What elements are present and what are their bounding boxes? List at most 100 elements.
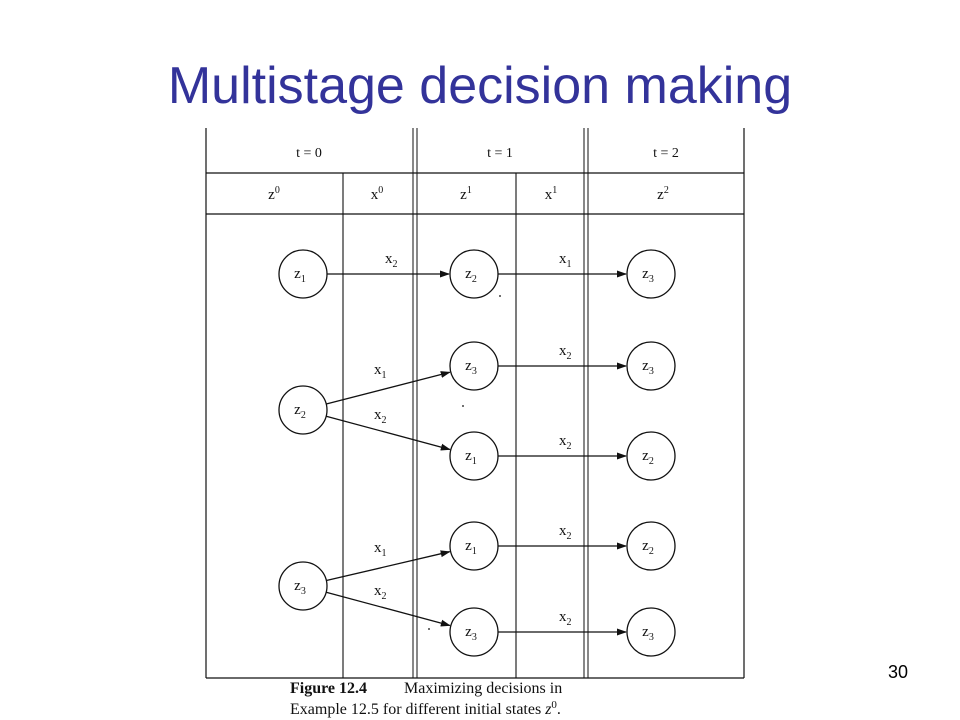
state-label: z3 — [294, 578, 306, 597]
edge-label-sub: 2 — [567, 441, 572, 452]
stage-header-t0: t = 0 — [296, 146, 322, 161]
state-label-base: z — [465, 448, 472, 464]
state-label: z3 — [642, 358, 654, 377]
state-node-n7: z3 — [449, 607, 499, 657]
slide-title: Multistage decision making — [167, 57, 793, 115]
edge-label-base: x — [559, 343, 567, 359]
state-label: z3 — [642, 624, 654, 643]
state-circle — [626, 607, 676, 657]
state-label: z2 — [642, 448, 654, 467]
caption-line-2-end: . — [557, 701, 561, 718]
state-label-sub: 2 — [649, 456, 654, 467]
edge-label-base: x — [374, 362, 382, 378]
edge-label-sub: 1 — [382, 370, 387, 381]
column-header-z1: z1 — [460, 185, 472, 203]
state-label-base: z — [465, 538, 472, 554]
stage-headers: t = 0 t = 1 t = 2 — [296, 146, 679, 161]
state-node-n2: z3 — [278, 561, 328, 611]
state-label: z2 — [294, 402, 306, 421]
edge-label-base: x — [559, 609, 567, 625]
edge-label-sub: 1 — [567, 259, 572, 270]
edge-label-sub: 2 — [567, 617, 572, 628]
state-node-n6: z1 — [449, 521, 499, 571]
edge-label-base: x — [385, 251, 393, 267]
state-label-sub: 3 — [649, 632, 654, 643]
state-label-base: z — [642, 448, 649, 464]
state-label-sub: 1 — [472, 456, 477, 467]
column-header-x0: x0 — [371, 185, 384, 203]
caption-line-2-text: Example 12.5 for different initial state… — [290, 701, 541, 718]
stage-header-t1: t = 1 — [487, 146, 513, 161]
edge-label-sub: 2 — [567, 351, 572, 362]
edge-label-8: x2 — [559, 523, 572, 542]
state-node-n8: z3 — [626, 249, 676, 299]
state-node-n10: z2 — [626, 431, 676, 481]
caption-label: Figure 12.4 — [290, 680, 367, 697]
state-circle — [449, 249, 499, 299]
state-label-sub: 2 — [472, 274, 477, 285]
state-label-base: z — [465, 624, 472, 640]
edge-label-6: x2 — [559, 343, 572, 362]
state-circle — [278, 385, 328, 435]
caption-line-2-symbol: z — [544, 701, 552, 718]
state-label-base: z — [642, 266, 649, 282]
state-label-base: z — [465, 266, 472, 282]
state-label: z1 — [294, 266, 306, 285]
edge-label-sub: 1 — [382, 548, 387, 559]
state-circle — [278, 249, 328, 299]
edge-label-sub: 2 — [382, 591, 387, 602]
state-node-n5: z1 — [449, 431, 499, 481]
column-header-z0: z0 — [268, 185, 280, 203]
state-label-sub: 3 — [649, 366, 654, 377]
state-label-base: z — [642, 538, 649, 554]
state-label: z3 — [465, 358, 477, 377]
state-label-sub: 3 — [472, 632, 477, 643]
edge-label-7: x2 — [559, 433, 572, 452]
page-number: 30 — [887, 662, 909, 682]
state-node-n1: z2 — [278, 385, 328, 435]
state-circle — [449, 431, 499, 481]
state-circle — [449, 521, 499, 571]
state-node-n11: z2 — [626, 521, 676, 571]
state-label-sub: 2 — [649, 546, 654, 557]
edge-label-sub: 2 — [567, 531, 572, 542]
edge-label-1: x1 — [374, 362, 387, 381]
figure-caption: Figure 12.4 Maximizing decisions in Exam… — [290, 680, 562, 718]
state-label-base: z — [642, 624, 649, 640]
stage-header-t2: t = 2 — [653, 146, 679, 161]
state-label-sub: 3 — [472, 366, 477, 377]
state-circle — [626, 249, 676, 299]
edge-label-5: x1 — [559, 251, 572, 270]
edge-arrow-1 — [326, 371, 451, 405]
edge-label-sub: 2 — [393, 259, 398, 270]
state-node-n9: z3 — [626, 341, 676, 391]
edge-label-base: x — [559, 251, 567, 267]
state-label-sub: 3 — [301, 586, 306, 597]
caption-line-2-sup: 0 — [551, 699, 557, 711]
speck-marks — [428, 295, 501, 630]
state-label: z2 — [465, 266, 477, 285]
column-header-z2: z2 — [657, 185, 669, 203]
edge-label-base: x — [374, 407, 382, 423]
edge-label-4: x2 — [374, 583, 387, 602]
state-label: z3 — [642, 266, 654, 285]
edge-label-3: x1 — [374, 540, 387, 559]
column-header-x1: x1 — [545, 185, 558, 203]
edge-label-base: x — [559, 523, 567, 539]
state-node-n4: z3 — [449, 341, 499, 391]
state-label-sub: 2 — [301, 410, 306, 421]
edge-arrow-3 — [326, 550, 451, 582]
table-grid — [205, 128, 745, 679]
edge-arrow-2 — [326, 415, 451, 451]
state-label-base: z — [642, 358, 649, 374]
state-label: z1 — [465, 448, 477, 467]
state-circle — [626, 431, 676, 481]
edge-label-0: x2 — [385, 251, 398, 270]
edge-label-sub: 2 — [382, 415, 387, 426]
state-circle — [626, 341, 676, 391]
state-label-base: z — [294, 266, 301, 282]
edge-label-9: x2 — [559, 609, 572, 628]
state-label-base: z — [294, 578, 301, 594]
